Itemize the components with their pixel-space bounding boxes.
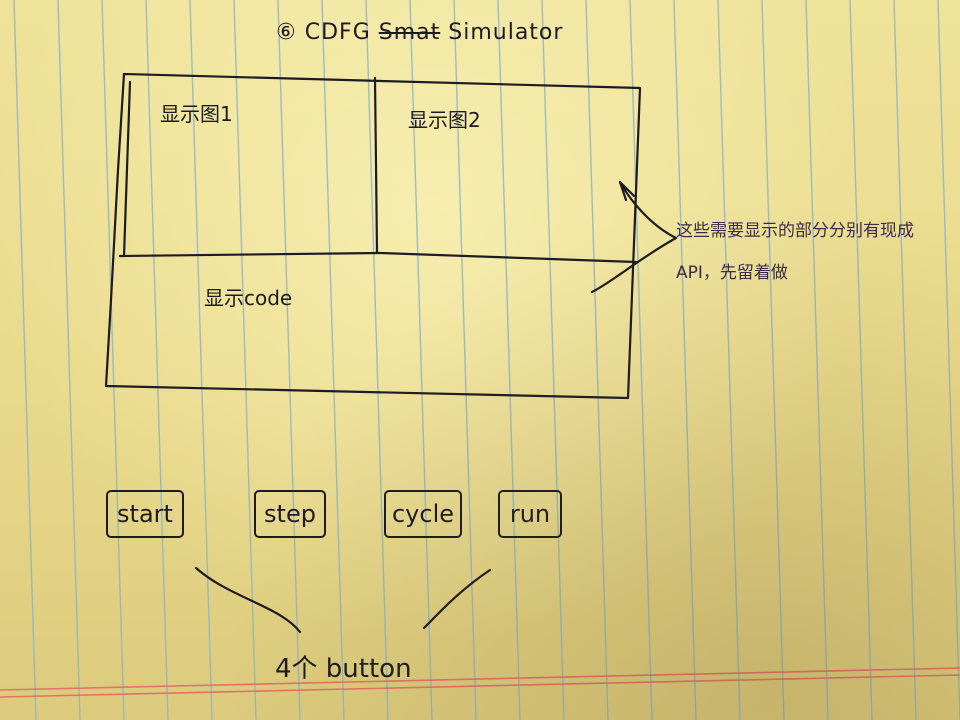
ruled-line xyxy=(849,0,873,720)
panel-divider-horizontal xyxy=(118,251,638,264)
ruled-line xyxy=(13,0,37,720)
run-button[interactable]: run xyxy=(498,490,562,538)
ruled-line xyxy=(497,0,521,720)
page-title: ⑥ CDFG Smat Simulator xyxy=(276,22,563,44)
ruled-line xyxy=(277,0,301,720)
title-number: ⑥ xyxy=(276,20,297,45)
ruled-line xyxy=(453,0,477,720)
graph-panel-1-label: 显示图1 xyxy=(160,102,233,126)
ruled-line xyxy=(189,0,213,720)
api-note: 这些需要显示的部分分别有现成API，先留着做 xyxy=(676,221,914,283)
note-arrow xyxy=(590,180,678,294)
ruled-line xyxy=(409,0,433,720)
title-prefix: CDFG xyxy=(304,20,371,45)
ruled-line xyxy=(673,0,697,720)
ruled-line xyxy=(629,0,653,720)
inner-left-edge xyxy=(122,80,132,258)
step-button[interactable]: step xyxy=(254,490,326,538)
panel-divider-vertical xyxy=(373,76,379,254)
button-brace-left xyxy=(194,566,302,634)
code-panel-label: 显示code xyxy=(204,286,293,310)
title-struck-word: Smat xyxy=(378,20,441,45)
ruled-line xyxy=(937,0,960,720)
ruled-line xyxy=(57,0,81,720)
red-margin-line-2 xyxy=(0,674,960,698)
start-button[interactable]: start xyxy=(106,490,184,538)
ruled-line xyxy=(365,0,389,720)
wireframe-outer-box xyxy=(104,72,642,400)
graph-panel-2-label: 显示图2 xyxy=(408,108,481,132)
ruled-line xyxy=(717,0,741,720)
button-brace-right xyxy=(422,568,492,630)
ruled-line xyxy=(761,0,785,720)
ruled-line xyxy=(101,0,125,720)
ruled-line xyxy=(145,0,169,720)
cycle-button[interactable]: cycle xyxy=(384,490,462,538)
ruled-line xyxy=(585,0,609,720)
ruled-line xyxy=(805,0,829,720)
ruled-line xyxy=(893,0,917,720)
ruled-line xyxy=(321,0,345,720)
ruled-line xyxy=(541,0,565,720)
red-margin-line-1 xyxy=(0,667,960,691)
title-suffix: Simulator xyxy=(448,20,564,45)
buttons-caption: 4个 button xyxy=(275,654,412,684)
